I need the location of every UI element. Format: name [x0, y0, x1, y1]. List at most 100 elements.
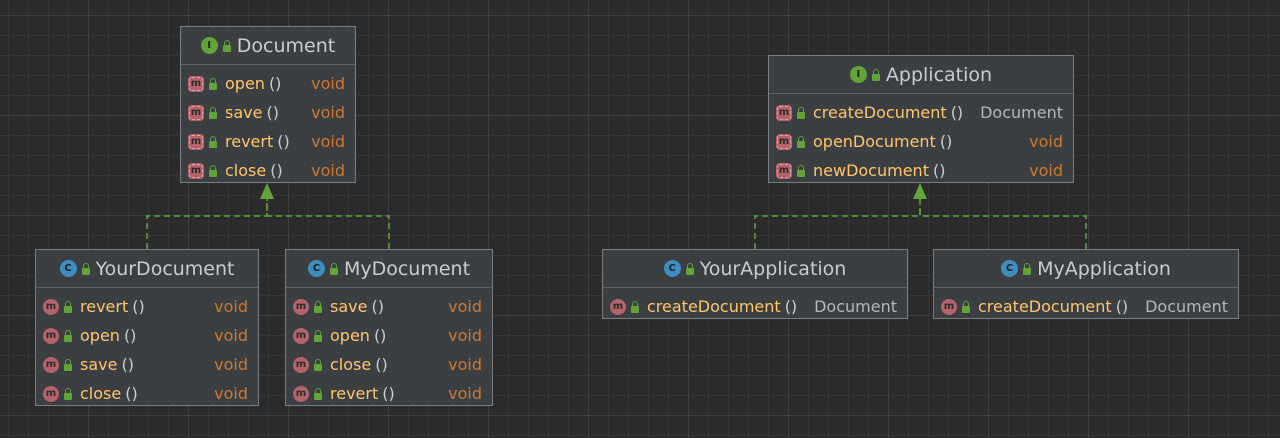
- lock-icon: [871, 68, 880, 81]
- lock-icon: [209, 77, 217, 90]
- return-type: Document: [1145, 297, 1228, 316]
- class-icon: C: [307, 260, 325, 277]
- lock-icon: [64, 387, 72, 400]
- method-name: openDocument: [813, 132, 936, 151]
- node-title: MyDocument: [343, 257, 471, 280]
- lock-icon: [685, 262, 694, 275]
- method-row[interactable]: m save() void: [36, 350, 258, 379]
- method-params: (): [132, 297, 145, 316]
- node-title: MyApplication: [1037, 257, 1171, 280]
- method-icon: m: [43, 385, 59, 402]
- lock-icon: [329, 262, 338, 275]
- node-title: YourDocument: [95, 257, 235, 280]
- method-name: createDocument: [647, 297, 781, 316]
- lock-icon: [209, 135, 217, 148]
- method-icon: m: [188, 162, 204, 179]
- method-params: (): [123, 326, 137, 345]
- lock-icon: [962, 300, 970, 313]
- return-type: Document: [980, 103, 1063, 122]
- method-icon: m: [188, 104, 204, 121]
- return-type: void: [448, 326, 482, 345]
- lock-icon: [222, 39, 231, 52]
- lock-icon: [797, 135, 805, 148]
- method-params: (): [950, 103, 964, 122]
- method-name: close: [80, 384, 122, 403]
- node-title: Application: [885, 63, 993, 86]
- method-icon: m: [776, 162, 792, 179]
- method-name: open: [225, 74, 265, 93]
- edge-yourdocument-document[interactable]: [146, 199, 268, 249]
- method-icon: m: [941, 298, 957, 315]
- class-icon: C: [59, 260, 77, 277]
- edge-line: [754, 199, 921, 249]
- method-params: (): [932, 161, 946, 180]
- method-name: createDocument: [978, 297, 1112, 316]
- method-params: (): [268, 74, 282, 93]
- return-type: void: [311, 103, 345, 122]
- edge-line: [266, 199, 390, 249]
- method-row[interactable]: m close() void: [181, 156, 355, 185]
- method-icon: m: [293, 356, 309, 373]
- method-params: (): [125, 384, 138, 403]
- lock-icon: [64, 358, 72, 371]
- return-type: Document: [814, 297, 897, 316]
- lock-icon: [64, 329, 72, 342]
- return-type: void: [311, 161, 345, 180]
- method-params: (): [121, 355, 134, 374]
- lock-icon: [314, 300, 322, 313]
- method-name: revert: [80, 297, 129, 316]
- return-type: void: [311, 74, 345, 93]
- method-params: (): [371, 297, 384, 316]
- method-params: (): [266, 103, 279, 122]
- method-params: (): [784, 297, 798, 316]
- method-icon: m: [43, 356, 59, 373]
- implements-arrowhead: [913, 183, 927, 199]
- node-title: YourApplication: [699, 257, 847, 280]
- method-icon: m: [293, 298, 309, 315]
- method-icon: m: [776, 104, 792, 121]
- edge-myapplication-application[interactable]: [919, 199, 1087, 249]
- return-type: void: [214, 297, 248, 316]
- return-type: void: [448, 355, 482, 374]
- return-type: void: [214, 326, 248, 345]
- method-name: newDocument: [813, 161, 929, 180]
- method-params: (): [270, 161, 283, 180]
- return-type: void: [214, 355, 248, 374]
- method-name: revert: [330, 384, 379, 403]
- edge-yourapplication-application[interactable]: [754, 199, 921, 249]
- edge-mydocument-document[interactable]: [266, 199, 390, 249]
- method-name: close: [225, 161, 267, 180]
- lock-icon: [314, 329, 322, 342]
- method-name: save: [80, 355, 118, 374]
- return-type: void: [1029, 132, 1063, 151]
- method-icon: m: [776, 133, 792, 150]
